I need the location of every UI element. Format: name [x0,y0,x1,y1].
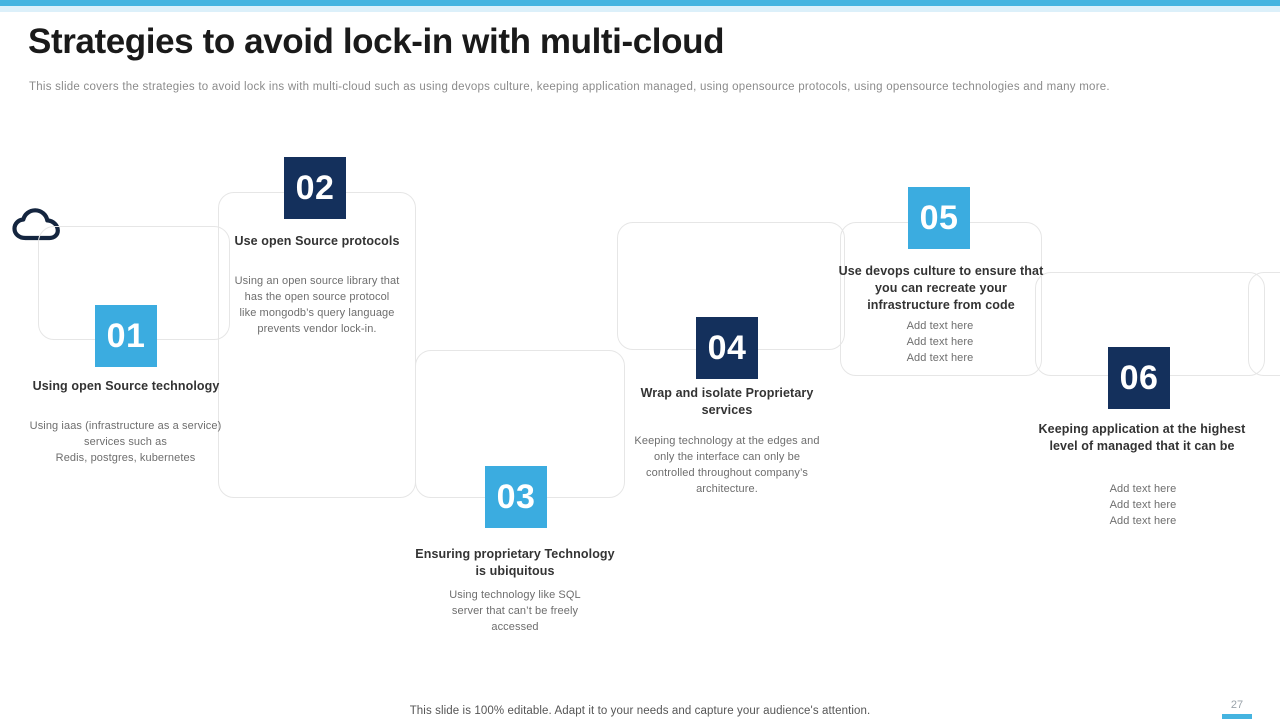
step-05-number-badge[interactable]: 05 [908,187,970,249]
step-06-title-line-3: it can be [1182,439,1235,453]
step-01-title: Using open Source technology [26,378,226,395]
step-01-desc-line-3: Redis, postgres, kubernetes [55,452,196,464]
step-01-desc-line-1: Using iaas (infrastructure as a service) [29,420,222,432]
step-02-title: Use open Source protocols [217,233,417,250]
top-accent-bar [0,0,1280,6]
step-04-title-line-2: Proprietary services [701,386,814,417]
step-02-number-badge[interactable]: 02 [284,157,346,219]
step-03-desc-line-1: Using technology like SQL [449,589,581,601]
connector-segment-7 [1248,272,1280,376]
step-02-description: Using an open source library that has th… [213,273,421,337]
footer-note: This slide is 100% editable. Adapt it to… [409,705,871,717]
step-05-description: Add text here Add text here Add text her… [840,318,1040,366]
step-02-desc-line-2: has the open source protocol [244,291,390,303]
step-05-desc-line-2: Add text here [906,336,974,348]
step-03-title-line-2: Technology is ubiquitous [475,547,615,578]
step-03-description: Using technology like SQL server that ca… [423,587,607,635]
step-01-description: Using iaas (infrastructure as a service)… [2,418,249,466]
step-05-title: Use devops culture to ensure that you ca… [838,263,1044,314]
step-02-title-line-1: Use open [234,234,292,248]
step-03-number-badge[interactable]: 03 [485,466,547,528]
step-01-number-badge[interactable]: 01 [95,305,157,367]
page-title: Strategies to avoid lock-in with multi-c… [28,22,725,61]
step-01-desc-line-2: services such as [84,436,167,448]
step-02-desc-line-4: prevents vendor lock-in. [257,323,377,335]
step-03-desc-line-3: accessed [491,621,539,633]
step-02-desc-line-3: like mongodb’s query language [239,307,395,319]
step-06-title-line-1: Keeping application at the [1038,422,1197,436]
step-04-desc-line-3: controlled throughout company’s [646,467,808,479]
step-06-desc-line-1: Add text here [1109,483,1177,495]
step-06-desc-line-2: Add text here [1109,499,1177,511]
step-06-desc-line-3: Add text here [1109,515,1177,527]
step-02-title-line-2: Source protocols [295,234,400,248]
step-06-title-line-2: highest level of managed that [1049,422,1246,453]
step-03-desc-line-2: server that can’t be freely [451,605,579,617]
step-04-desc-line-2: only the interface can only be [653,451,801,463]
step-01-title-line-2: Source technology [105,379,220,393]
step-05-desc-line-1: Add text here [906,320,974,332]
step-06-number-badge[interactable]: 06 [1108,347,1170,409]
step-04-description: Keeping technology at the edges and only… [612,433,842,497]
top-accent-bar-tint [0,6,1280,12]
step-06-description: Add text here Add text here Add text her… [1042,481,1244,529]
page-number: 27 [1230,699,1244,711]
step-03-title-line-1: Ensuring proprietary [415,547,541,561]
page-subtitle: This slide covers the strategies to avoi… [29,81,1110,93]
step-05-desc-line-3: Add text here [906,352,974,364]
step-04-desc-line-1: Keeping technology at the edges and [634,435,820,447]
step-04-title-line-1: Wrap and isolate [640,386,743,400]
step-05-title-line-3: infrastructure from code [867,298,1015,312]
step-01-title-line-1: Using open [32,379,102,393]
cloud-icon [12,205,62,247]
step-04-number-badge[interactable]: 04 [696,317,758,379]
step-04-title: Wrap and isolate Proprietary services [625,385,829,419]
step-04-desc-line-4: architecture. [696,483,758,495]
step-02-desc-line-1: Using an open source library that [234,275,400,287]
page-number-accent-bar [1222,714,1252,719]
step-05-title-line-1: Use devops culture to ensure [838,264,1017,278]
step-06-title: Keeping application at the highest level… [1036,421,1248,455]
step-03-title: Ensuring proprietary Technology is ubiqu… [415,546,615,580]
step-05-title-line-2: that you can recreate your [874,264,1044,295]
